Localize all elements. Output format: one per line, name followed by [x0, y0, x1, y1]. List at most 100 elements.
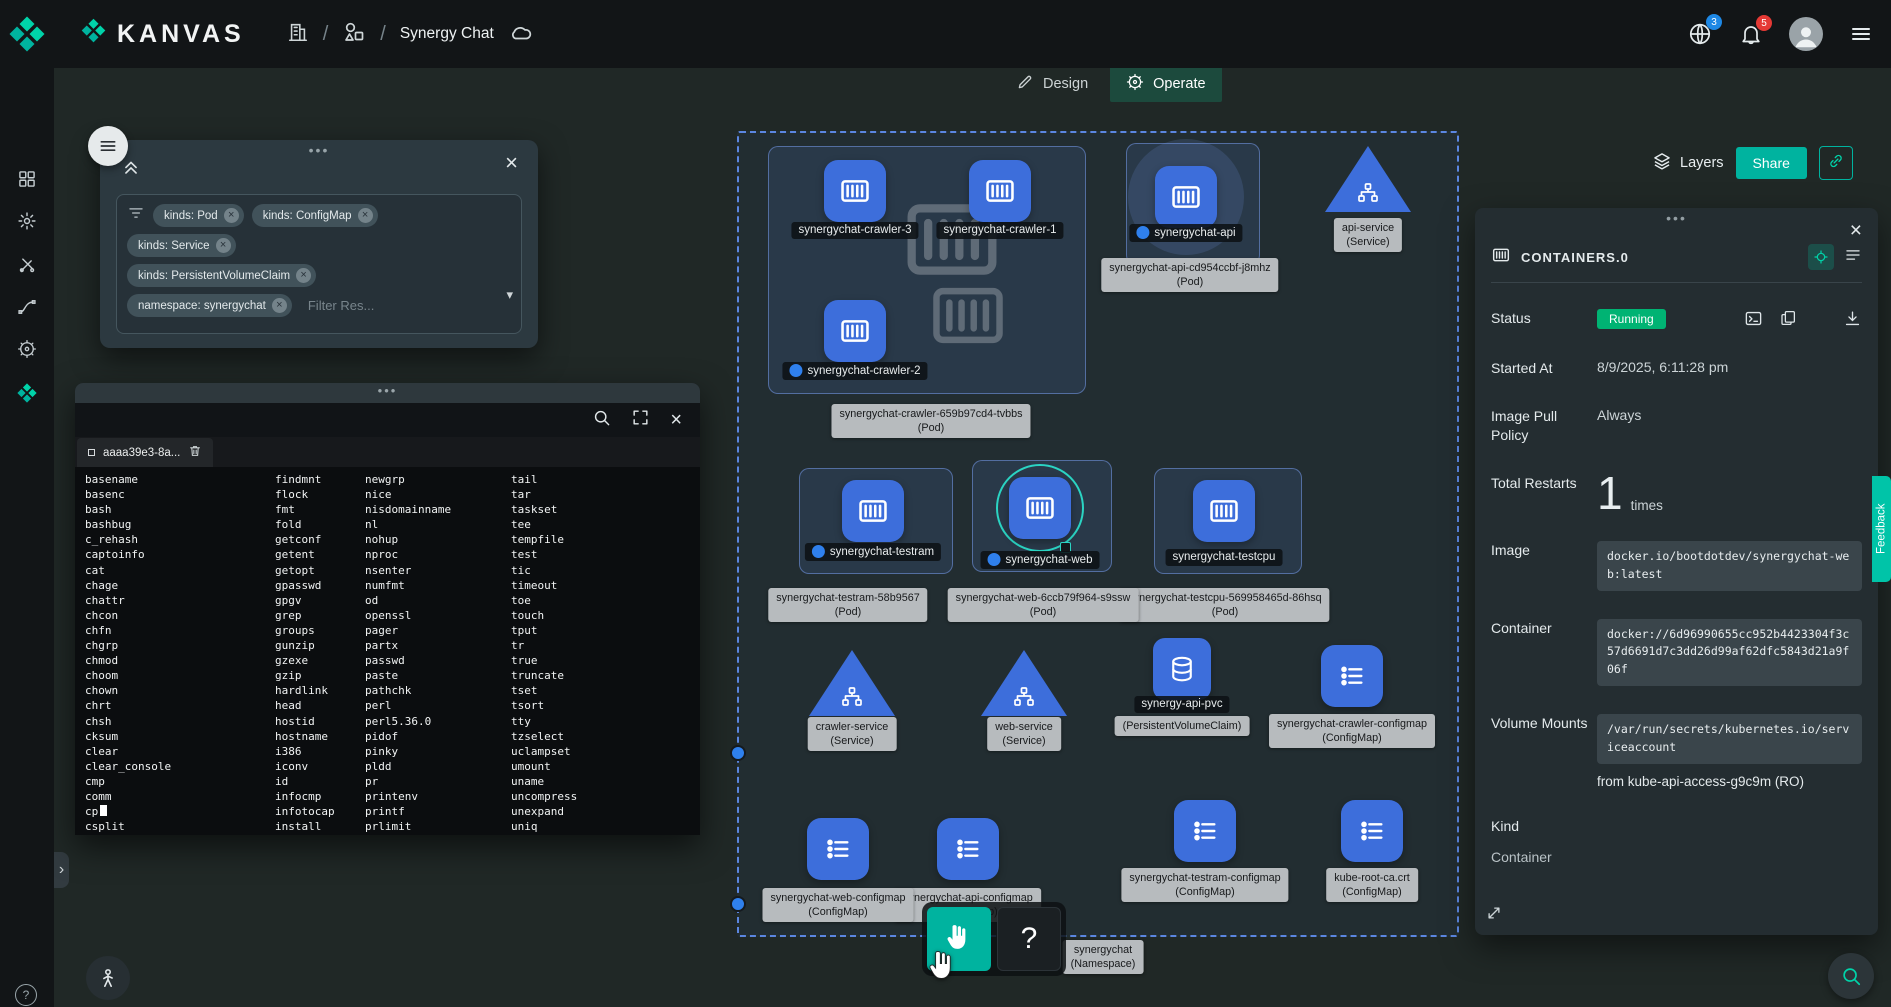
- terminal-icon[interactable]: [1744, 309, 1763, 331]
- resource-label[interactable]: synergychat-crawler-configmap(ConfigMap): [1268, 714, 1436, 749]
- resource-label[interactable]: synergychat-testram-configmap(ConfigMap): [1121, 868, 1289, 903]
- locate-node-button[interactable]: [1808, 244, 1834, 270]
- feedback-tab[interactable]: Feedback: [1872, 476, 1891, 582]
- detail-label: Image: [1491, 541, 1530, 558]
- filter-chip[interactable]: kinds: PersistentVolumeClaim×: [127, 264, 317, 287]
- tab-design[interactable]: Design: [1000, 66, 1104, 102]
- node-badge[interactable]: [811, 545, 825, 558]
- filter-dropdown-caret[interactable]: ▾: [506, 287, 513, 302]
- pod-node-icon[interactable]: [824, 300, 886, 362]
- node-badge[interactable]: [987, 553, 1001, 566]
- copy-link-button[interactable]: [1818, 146, 1853, 180]
- details-expand-icon[interactable]: [1485, 904, 1503, 927]
- terminal-tab-delete-icon[interactable]: [188, 444, 202, 461]
- pod-resource-label[interactable]: synergychat-crawler-659b97cd4-tvbbs(Pod): [831, 404, 1031, 439]
- terminal-command: newgrp: [365, 473, 405, 486]
- sidebar-item-extensions[interactable]: [16, 338, 38, 360]
- chip-remove-icon[interactable]: ×: [296, 268, 312, 283]
- namespace-label[interactable]: synergychat(Namespace): [1062, 940, 1144, 975]
- namespace-collapse-badge[interactable]: [730, 896, 746, 912]
- configmap-node-icon[interactable]: [1174, 800, 1236, 862]
- terminal-close-icon[interactable]: ×: [670, 409, 682, 431]
- collapse-panel-icon[interactable]: [120, 156, 142, 183]
- details-close-icon[interactable]: ×: [1849, 219, 1862, 242]
- zoom-button[interactable]: [1828, 953, 1874, 999]
- node-badge[interactable]: [789, 364, 803, 377]
- chip-remove-icon[interactable]: ×: [223, 208, 239, 223]
- layers-button[interactable]: Layers: [1652, 151, 1724, 175]
- details-list-icon[interactable]: [1844, 246, 1862, 269]
- help-tool-button[interactable]: ?: [997, 907, 1061, 971]
- share-button[interactable]: Share: [1735, 147, 1807, 179]
- pod-node-icon[interactable]: [824, 160, 886, 222]
- filter-input-placeholder[interactable]: Filter Res...: [307, 298, 375, 313]
- sidebar-item-connections[interactable]: [16, 296, 38, 318]
- kanvas-logo[interactable]: [0, 14, 54, 54]
- sidebar-item-dashboard[interactable]: [16, 168, 38, 190]
- pod-node-icon[interactable]: [1155, 166, 1217, 228]
- chip-remove-icon[interactable]: ×: [357, 208, 373, 223]
- pod-resource-label[interactable]: synergychat-api-cd954ccbf-j8mhz(Pod): [1101, 258, 1279, 293]
- pod-resource-label[interactable]: synergychat-testram-58b9567(Pod): [768, 588, 928, 623]
- filter-chip[interactable]: kinds: Pod×: [153, 204, 244, 227]
- collaborators-icon[interactable]: 3: [1687, 14, 1722, 47]
- user-avatar[interactable]: [1789, 17, 1823, 51]
- pod-resource-label[interactable]: synergychat-web-6ccb79f964-s9ssw(Pod): [947, 588, 1139, 623]
- designs-icon[interactable]: [342, 20, 366, 49]
- sidebar-item-toolbox[interactable]: [16, 254, 38, 276]
- namespace-collapse-badge[interactable]: [730, 745, 746, 761]
- terminal-command: cmp: [85, 774, 105, 788]
- terminal-tab[interactable]: aaaa39e3-8a...: [77, 438, 214, 467]
- pod-node-icon[interactable]: [1193, 480, 1255, 542]
- chip-remove-icon[interactable]: ×: [215, 238, 231, 253]
- resource-label[interactable]: (PersistentVolumeClaim): [1114, 716, 1250, 737]
- filter-panel-close-icon[interactable]: ×: [505, 150, 518, 175]
- pod-node-icon[interactable]: [842, 480, 904, 542]
- resource-label[interactable]: api-service(Service): [1333, 218, 1403, 253]
- terminal-drag-handle[interactable]: •••: [75, 383, 700, 403]
- terminal-search-icon[interactable]: [592, 408, 611, 432]
- notifications-icon[interactable]: 5: [1739, 15, 1772, 46]
- terminal-command: bashbug: [85, 518, 132, 532]
- pod-resource-label[interactable]: synergychat-testcpu-569958465d-86hsq(Pod…: [1120, 588, 1330, 623]
- resource-label[interactable]: kube-root-ca.crt(ConfigMap): [1326, 868, 1418, 903]
- resource-label[interactable]: crawler-service(Service): [807, 717, 897, 752]
- terminal-fullscreen-icon[interactable]: [631, 408, 650, 432]
- configmap-node-icon[interactable]: [1321, 645, 1383, 707]
- configmap-node-icon[interactable]: [807, 818, 869, 880]
- resource-group[interactable]: [768, 146, 1086, 394]
- help-button[interactable]: ?: [15, 984, 37, 1006]
- pod-node-icon[interactable]: [969, 160, 1031, 222]
- chip-remove-icon[interactable]: ×: [271, 298, 287, 313]
- pvc-node-icon[interactable]: [1153, 638, 1211, 700]
- resource-label[interactable]: web-service(Service): [987, 717, 1061, 752]
- filter-box[interactable]: kinds: Pod× kinds: ConfigMap× kinds: Servi…: [116, 194, 522, 334]
- assistant-button[interactable]: [86, 956, 130, 1000]
- code-value: /var/run/secrets/kubernetes.io/serviceac…: [1597, 713, 1862, 764]
- sidebar-item-kanvas[interactable]: [16, 382, 38, 404]
- terminal-command: getopt: [275, 563, 315, 577]
- details-drag-handle[interactable]: •••: [1666, 210, 1687, 226]
- node-badge[interactable]: [1136, 226, 1150, 239]
- sidebar-item-settings[interactable]: [16, 210, 38, 232]
- menu-icon[interactable]: [1849, 22, 1873, 46]
- filter-panel-drag-handle[interactable]: •••: [308, 142, 330, 158]
- configmap-node-icon[interactable]: [1341, 800, 1403, 862]
- filter-chip[interactable]: kinds: Service×: [127, 234, 236, 257]
- configmap-node-icon[interactable]: [937, 818, 999, 880]
- filter-chip[interactable]: kinds: ConfigMap×: [251, 204, 378, 227]
- tab-operate[interactable]: Operate: [1110, 66, 1222, 102]
- sidebar-expand-handle[interactable]: ›: [54, 852, 69, 888]
- kanvas-wordmark[interactable]: KANVAS: [80, 17, 245, 51]
- pod-node-icon[interactable]: [1009, 477, 1071, 539]
- filter-lines-icon: [127, 204, 145, 227]
- organization-icon[interactable]: [287, 21, 309, 48]
- breadcrumb-project-name[interactable]: Synergy Chat: [399, 25, 494, 42]
- download-icon[interactable]: [1843, 309, 1862, 331]
- filter-chip[interactable]: namespace: synergychat×: [127, 294, 292, 317]
- resource-label[interactable]: synergychat-web-configmap(ConfigMap): [762, 888, 914, 923]
- canvas-menu-button[interactable]: [88, 126, 128, 166]
- logs-icon[interactable]: [1779, 309, 1797, 330]
